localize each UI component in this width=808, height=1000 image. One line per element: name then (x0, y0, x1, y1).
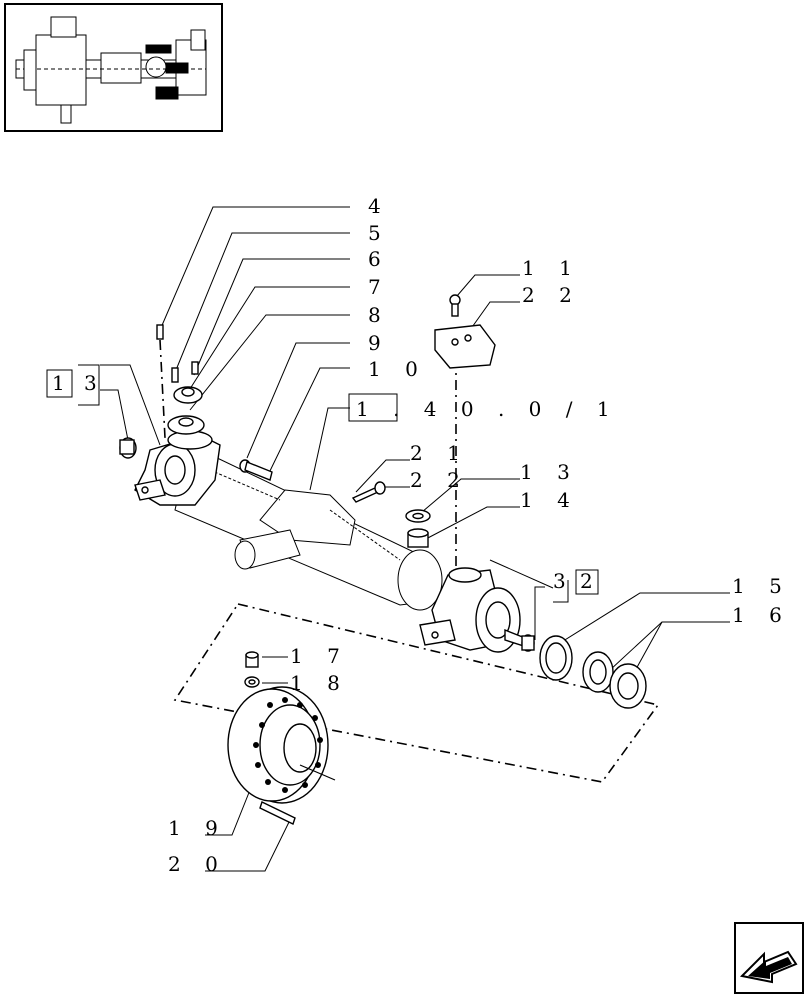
callout-22-mid: 2 2 (410, 468, 469, 492)
right-bushing (521, 634, 535, 652)
callout-18: 1 8 (290, 671, 349, 695)
bushings-13-14 (405, 509, 431, 548)
bolt-9 (239, 459, 273, 481)
callout-8: 8 (368, 303, 390, 327)
callout-2: 2 (580, 569, 602, 593)
callout-1: 1 (52, 371, 74, 395)
bearings-16 (582, 651, 647, 709)
right-steering-knuckle (419, 567, 531, 653)
callout-9: 9 (368, 331, 390, 355)
alignment-lines (159, 339, 660, 783)
callout-14: 1 4 (520, 488, 579, 512)
callout-21: 2 1 (410, 441, 469, 465)
axle-overview-thumbnail[interactable] (4, 3, 223, 132)
stud-20 (259, 801, 296, 825)
wheel-hub-19 (227, 686, 336, 804)
leader-lines (78, 206, 730, 872)
king-pin-parts (156, 324, 205, 435)
callout-17: 1 7 (290, 644, 349, 668)
bearing-15 (539, 635, 573, 681)
callout-labels: 4 5 6 7 8 9 1 0 1 1 2 2 1 3 1 . 4 0 . 0 … (52, 194, 791, 876)
callout-3-left: 3 (84, 371, 106, 395)
pin-21 (351, 481, 386, 503)
callout-6: 6 (368, 247, 390, 271)
callout-22-top: 2 2 (522, 283, 581, 307)
callout-13: 1 3 (520, 460, 579, 484)
callout-3-right: 3 (553, 569, 575, 593)
bracket-22 (434, 294, 496, 369)
axle-housing (174, 444, 443, 611)
callout-20: 2 0 (168, 852, 227, 876)
callout-10: 1 0 (368, 357, 427, 381)
arrow-back-icon (739, 950, 798, 984)
screw-17 (245, 651, 259, 668)
left-steering-knuckle (134, 430, 221, 506)
callout-11: 1 1 (522, 256, 581, 280)
axle-overview-drawing (15, 16, 207, 124)
reference-label: 1 . 4 0 . 0 / 1 (356, 397, 619, 421)
washer-18 (244, 676, 260, 688)
back-navigation-button[interactable] (734, 922, 804, 994)
callout-5: 5 (368, 221, 390, 245)
callout-boxes (46, 369, 599, 595)
callout-15: 1 5 (732, 574, 791, 598)
callout-19: 1 9 (168, 816, 227, 840)
callout-7: 7 (368, 275, 390, 299)
callout-4: 4 (368, 194, 390, 218)
left-bushing (119, 437, 137, 459)
callout-16: 1 6 (732, 603, 791, 627)
